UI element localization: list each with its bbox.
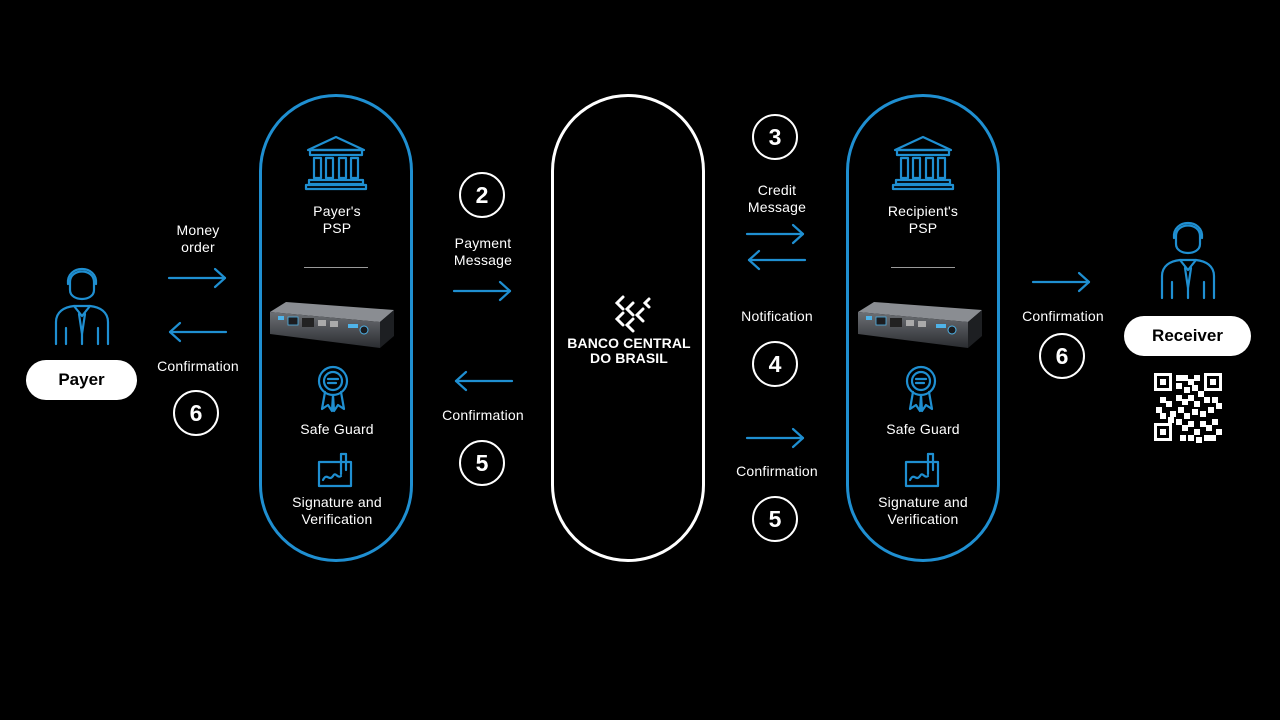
qr-code-icon xyxy=(1154,373,1222,443)
credit-message-arrow-left-icon xyxy=(747,249,807,271)
recipient-psp-safe-guard-label: Safe Guard xyxy=(886,421,960,437)
confirmation-mid-arrow-left-icon xyxy=(454,370,514,392)
central-bank-logo-icon xyxy=(614,295,651,333)
credit-message-arrow-right-icon xyxy=(745,223,805,245)
confirmation-right-arrow-right-icon xyxy=(745,427,805,449)
central-bank-name-line2: DO BRASIL xyxy=(590,350,668,366)
confirmation-mid-label: Confirmation xyxy=(442,407,524,423)
notification-label: Notification xyxy=(741,308,813,324)
confirmation-right-label: Confirmation xyxy=(736,463,818,479)
confirmation-receiver-label: Confirmation xyxy=(1022,308,1104,324)
payer-psp-divider xyxy=(304,267,368,268)
recipient-psp-server-rack-icon xyxy=(858,302,982,348)
receiver-person-icon xyxy=(1160,222,1216,300)
payer-psp-signature-icon xyxy=(317,452,353,488)
step-2-badge: 2 xyxy=(459,172,505,218)
recipient-psp-capsule xyxy=(846,94,1000,562)
central-bank-name-line1: BANCO CENTRAL xyxy=(567,335,691,351)
step-6-right-badge: 6 xyxy=(1039,333,1085,379)
recipient-psp-divider xyxy=(891,267,955,268)
payer-psp-safe-guard-icon xyxy=(317,365,349,413)
recipient-psp-bank-icon xyxy=(891,135,955,191)
central-bank-capsule xyxy=(551,94,705,562)
payer-label: Payer xyxy=(26,360,137,400)
step-4-badge: 4 xyxy=(752,341,798,387)
step-5-left-badge: 5 xyxy=(459,440,505,486)
step-3-badge: 3 xyxy=(752,114,798,160)
payment-message-arrow-right-icon xyxy=(452,280,512,302)
confirmation-receiver-arrow-right-icon xyxy=(1031,271,1091,293)
payer-psp-bank-icon xyxy=(304,135,368,191)
confirmation-left-label: Confirmation xyxy=(157,358,239,374)
recipient-psp-signature-icon xyxy=(904,452,940,488)
receiver-label: Receiver xyxy=(1124,316,1251,356)
money-order-arrow-right-icon xyxy=(167,267,227,289)
payer-psp-safe-guard-label: Safe Guard xyxy=(300,421,374,437)
recipient-psp-safe-guard-icon xyxy=(905,365,937,413)
step-6-left-badge: 6 xyxy=(173,390,219,436)
payer-person-icon xyxy=(54,268,110,346)
payer-psp-capsule xyxy=(259,94,413,562)
central-bank-name: BANCO CENTRAL DO BRASIL xyxy=(556,336,702,366)
payer-psp-server-rack-icon xyxy=(270,302,394,348)
step-5-right-badge: 5 xyxy=(752,496,798,542)
confirmation-arrow-left-icon xyxy=(168,321,228,343)
